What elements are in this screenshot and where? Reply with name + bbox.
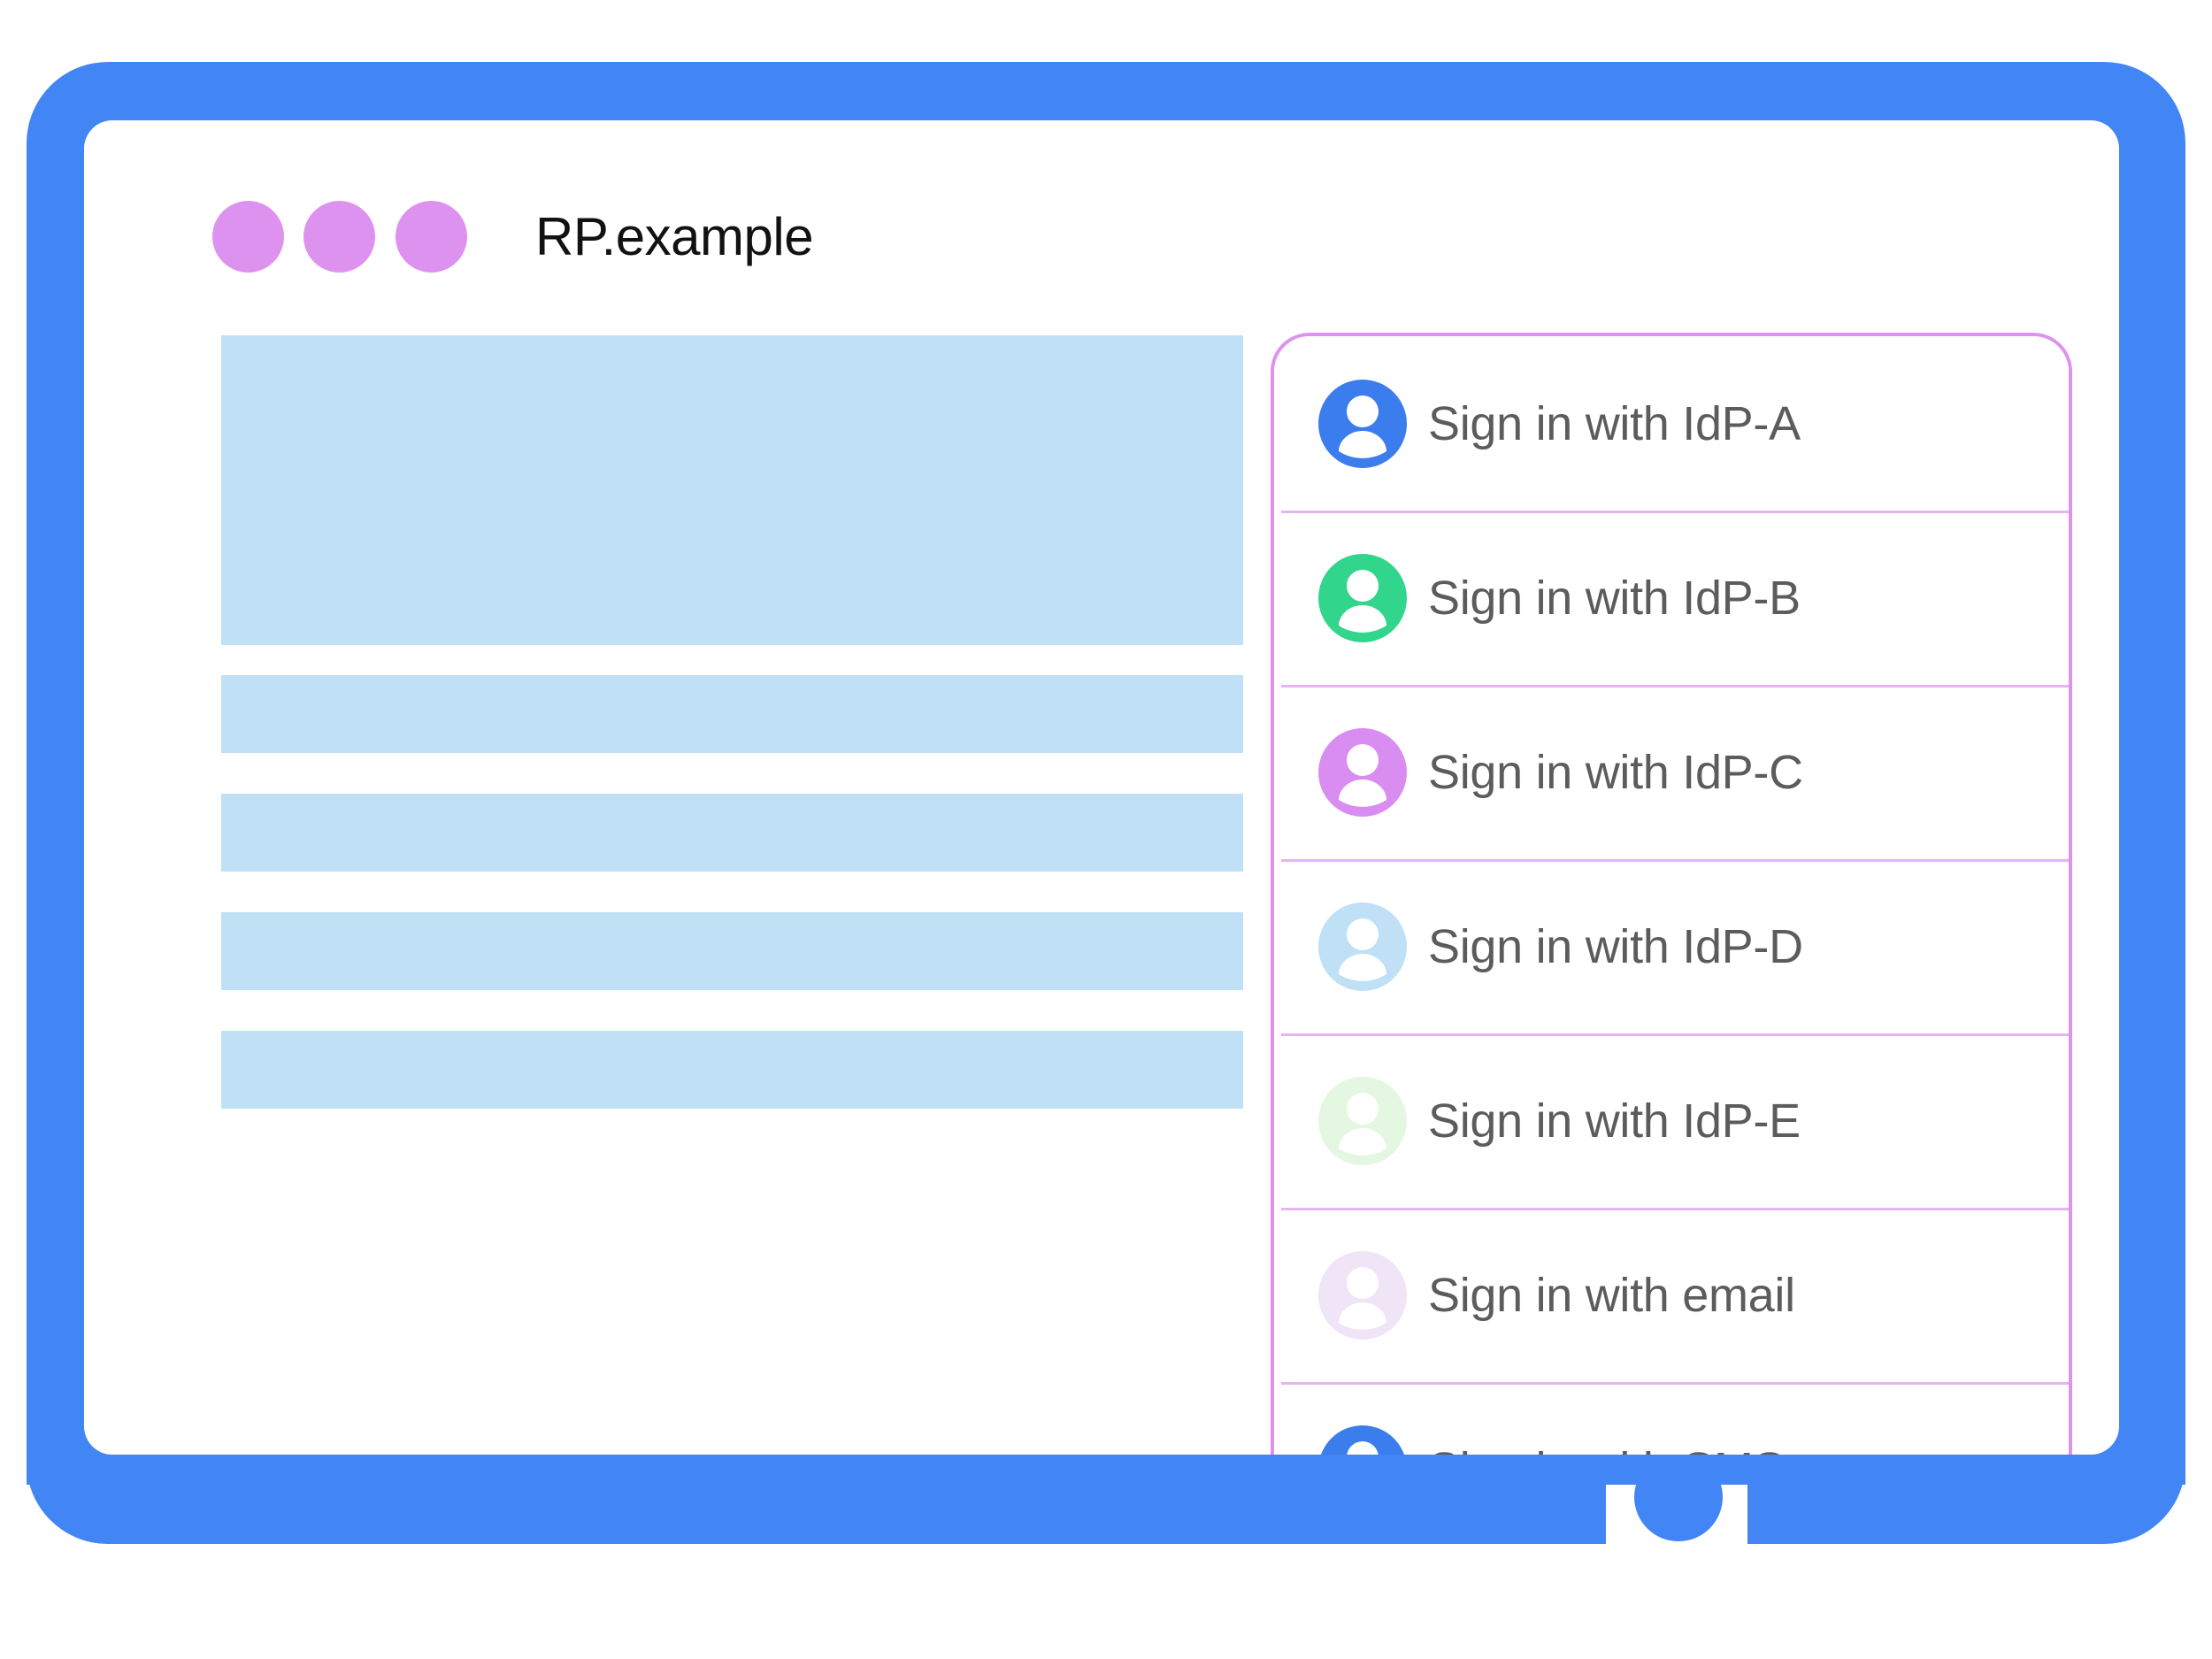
- account-avatar-icon: [1318, 553, 1407, 642]
- account-avatar-icon: [1318, 902, 1407, 991]
- account-label: Sign in with SMS: [1428, 1442, 1786, 1455]
- account-row-idp-c[interactable]: Sign in with IdP-C: [1274, 685, 2069, 859]
- content-skeleton: [221, 335, 1243, 1109]
- account-label: Sign in with email: [1428, 1268, 1795, 1322]
- text-line-placeholder-3: [221, 912, 1243, 990]
- account-label: Sign in with IdP-A: [1428, 396, 1801, 450]
- account-label: Sign in with IdP-B: [1428, 571, 1801, 625]
- account-avatar-icon: [1318, 1076, 1407, 1165]
- account-row-idp-a[interactable]: Sign in with IdP-A: [1274, 336, 2069, 511]
- text-line-placeholder-1: [221, 675, 1243, 753]
- account-row-idp-d[interactable]: Sign in with IdP-D: [1274, 859, 2069, 1033]
- device-bezel-bottom-right: [1747, 1451, 2185, 1544]
- hero-placeholder: [221, 335, 1243, 645]
- window-dot-3[interactable]: [396, 201, 467, 273]
- account-label: Sign in with IdP-C: [1428, 745, 1803, 799]
- account-row-idp-e[interactable]: Sign in with IdP-E: [1274, 1033, 2069, 1208]
- device-bezel-bottom-left: [27, 1451, 1606, 1544]
- account-avatar-icon: [1318, 727, 1407, 817]
- window-dot-1[interactable]: [212, 201, 284, 273]
- account-row-email[interactable]: Sign in with email: [1274, 1208, 2069, 1382]
- page-title: RP.example: [535, 207, 814, 266]
- account-row-idp-b[interactable]: Sign in with IdP-B: [1274, 511, 2069, 685]
- account-label: Sign in with IdP-E: [1428, 1094, 1801, 1148]
- account-avatar-icon: [1318, 379, 1407, 468]
- text-line-placeholder-2: [221, 794, 1243, 872]
- home-button[interactable]: [1634, 1453, 1723, 1541]
- browser-title-bar: RP.example: [84, 120, 2119, 297]
- text-line-placeholder-4: [221, 1031, 1243, 1109]
- account-label: Sign in with IdP-D: [1428, 919, 1803, 973]
- account-chooser-dialog: Sign in with IdP-A Sign in with IdP-B Si…: [1271, 333, 2072, 1455]
- browser-viewport: RP.example Sign in with IdP-A Sign in wi…: [84, 120, 2119, 1455]
- device-frame: RP.example Sign in with IdP-A Sign in wi…: [27, 62, 2185, 1544]
- account-avatar-icon: [1318, 1250, 1407, 1340]
- window-dot-2[interactable]: [303, 201, 375, 273]
- account-row-sms[interactable]: Sign in with SMS: [1274, 1382, 2069, 1455]
- account-avatar-icon: [1318, 1425, 1407, 1455]
